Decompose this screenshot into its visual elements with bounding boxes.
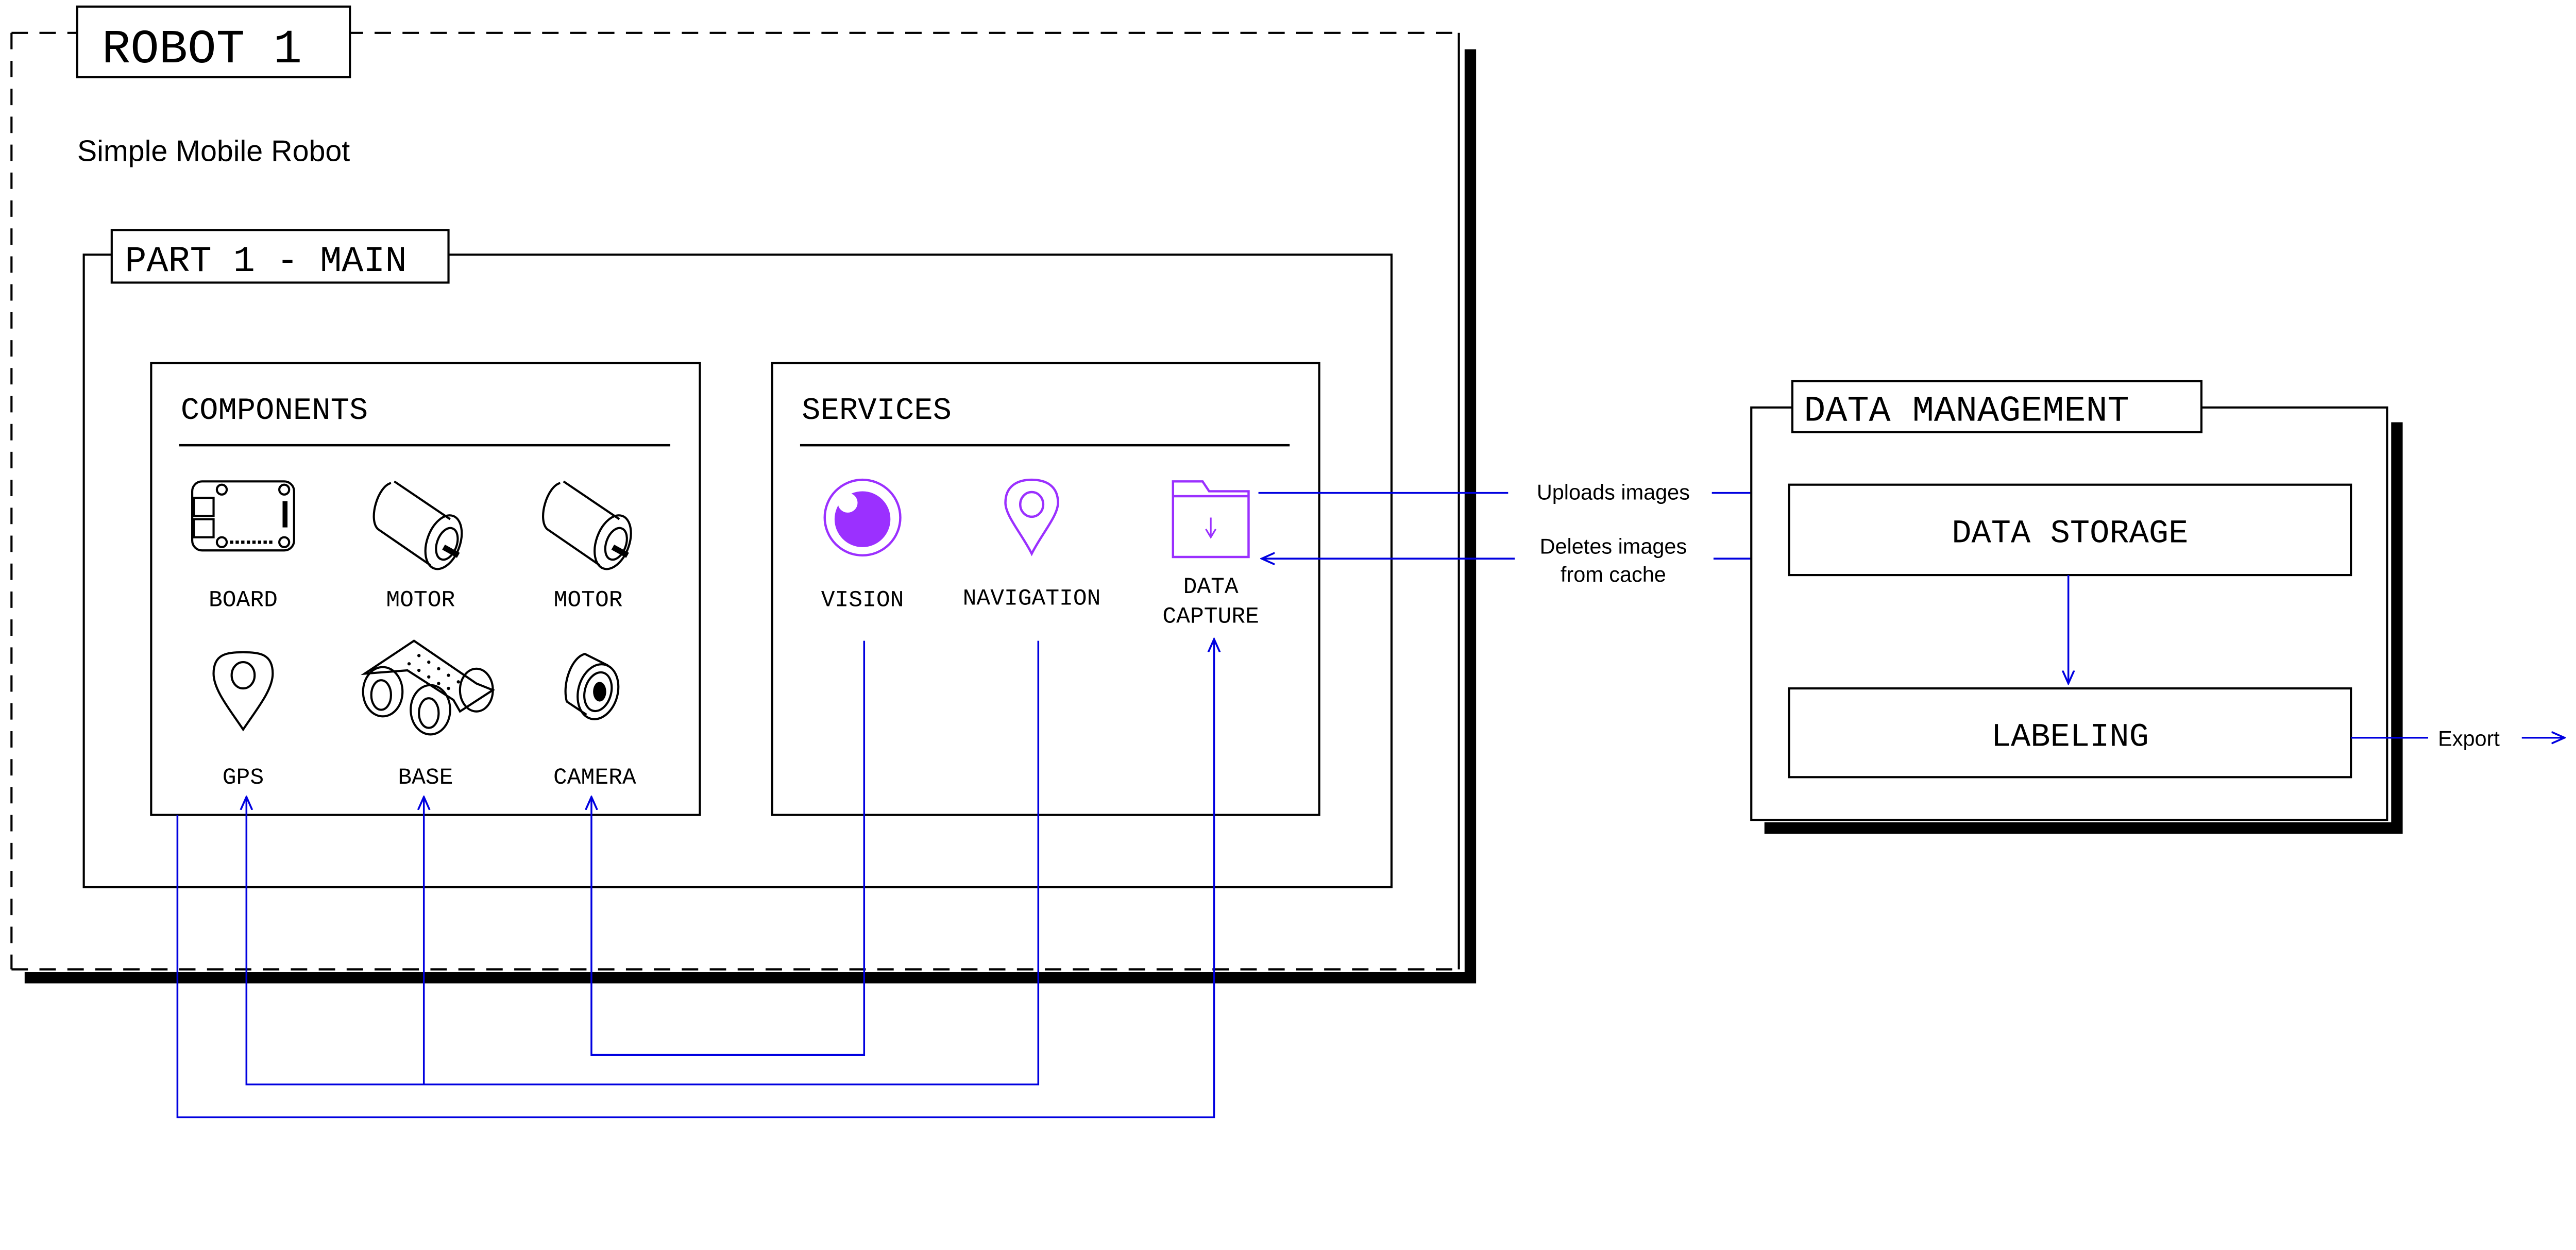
part-1-box <box>82 254 1393 889</box>
data-storage-label: DATA STORAGE <box>1952 515 2188 552</box>
robot-frame <box>10 31 1477 984</box>
motor-icon <box>542 480 632 570</box>
component-label-gps: GPS <box>223 765 264 791</box>
part-title-box <box>110 229 450 284</box>
labeling-label: LABELING <box>1991 719 2149 756</box>
data-capture-folder-download-icon <box>1172 480 1250 559</box>
deletes-images-label-line2: from cache <box>1561 562 1666 586</box>
export-label: Export <box>2438 727 2500 751</box>
components-title: COMPONENTS <box>181 394 368 429</box>
service-label-data-capture-line2: CAPTURE <box>1162 604 1259 630</box>
service-label-vision: VISION <box>821 588 904 614</box>
robot-base-icon <box>361 639 496 736</box>
uploads-images-label: Uploads images <box>1537 480 1690 504</box>
component-label-board: BOARD <box>209 588 278 614</box>
uploads-images-arrow: Uploads images <box>1258 480 1788 504</box>
vision-eye-icon <box>823 478 902 557</box>
services-title: SERVICES <box>802 394 952 429</box>
component-label-base: BASE <box>398 765 453 791</box>
services-panel: SERVICES <box>771 362 1320 816</box>
navigation-to-gps-connector <box>246 640 1040 1086</box>
vision-to-camera-connector <box>591 640 866 1056</box>
service-label-data-capture-line1: DATA <box>1183 575 1239 600</box>
data-storage-box[interactable] <box>1788 483 2352 577</box>
component-label-motor-2: MOTOR <box>554 588 623 614</box>
labeling-box[interactable] <box>1788 687 2352 779</box>
part-title: PART 1 - MAIN <box>125 242 406 282</box>
data-management-title: DATA MANAGEMENT <box>1804 391 2129 432</box>
gps-location-pin-icon <box>212 651 274 732</box>
export-arrow: Export <box>2351 727 2565 751</box>
service-label-navigation: NAVIGATION <box>963 586 1101 612</box>
robot-title-box <box>76 5 351 78</box>
robot-subtitle: Simple Mobile Robot <box>77 135 350 168</box>
data-management-shadow <box>1764 422 2403 834</box>
data-management-title-box <box>1791 380 2203 433</box>
motor-icon <box>372 480 463 570</box>
robot-architecture-diagram: ROBOT 1 Simple Mobile Robot PART 1 - MAI… <box>10 5 2576 1119</box>
board-icon <box>191 480 295 552</box>
component-label-motor-1: MOTOR <box>386 588 455 614</box>
robot-title: ROBOT 1 <box>102 23 302 77</box>
camera-icon <box>564 652 620 720</box>
navigation-location-pin-icon <box>1004 478 1059 556</box>
component-label-camera: CAMERA <box>553 765 636 791</box>
components-to-data-capture-connector <box>176 639 1214 1119</box>
deletes-images-arrow: Deletes images from cache <box>1262 534 1789 586</box>
components-panel: COMPONENTS <box>150 362 701 816</box>
deletes-images-label-line1: Deletes images <box>1540 534 1687 559</box>
